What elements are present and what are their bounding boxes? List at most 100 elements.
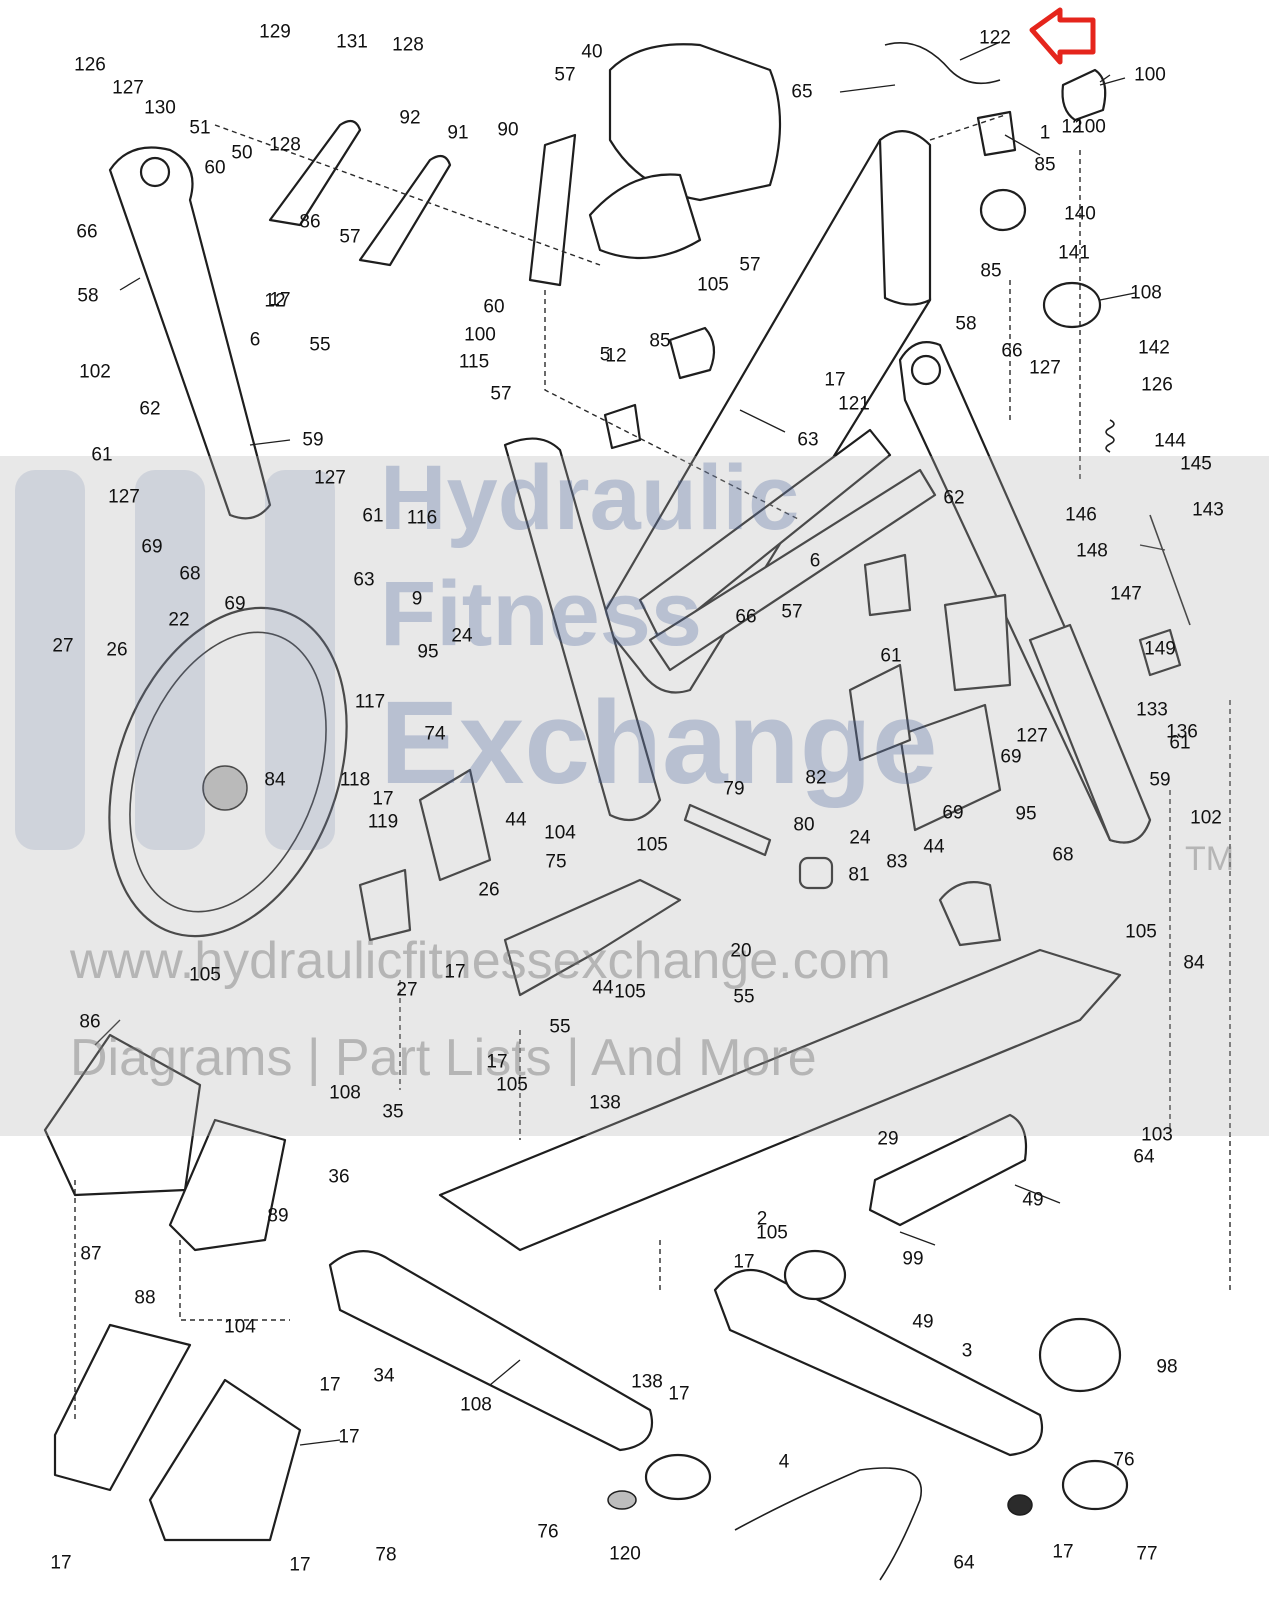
part-callout-127: 127 xyxy=(1029,357,1061,379)
leader-lines xyxy=(94,41,1166,1446)
part-callout-60: 60 xyxy=(483,296,505,318)
part-callout-40: 40 xyxy=(581,41,603,63)
part-callout-87: 87 xyxy=(80,1243,102,1265)
bracket-82 xyxy=(863,553,912,617)
part-callout-27: 27 xyxy=(396,979,418,1001)
part-callout-104: 104 xyxy=(544,822,576,844)
part-callout-95: 95 xyxy=(1015,803,1037,825)
part-callout-6: 6 xyxy=(249,329,261,351)
part-callout-59: 59 xyxy=(1149,769,1171,791)
part-callout-76: 76 xyxy=(537,1521,559,1543)
part-callout-144: 144 xyxy=(1154,430,1186,452)
part-callout-29: 29 xyxy=(877,1128,899,1150)
motor-100-top xyxy=(1061,68,1107,122)
part-callout-55: 55 xyxy=(549,1016,571,1038)
part-callout-126: 126 xyxy=(1141,374,1173,396)
part-callout-17: 17 xyxy=(824,369,846,391)
part-callout-128: 128 xyxy=(269,134,301,156)
part-callout-17: 17 xyxy=(289,1554,311,1576)
part-callout-146: 146 xyxy=(1065,504,1097,526)
part-callout-60: 60 xyxy=(204,157,226,179)
part-callout-9: 9 xyxy=(411,588,423,610)
rear-cover-29 xyxy=(868,1113,1028,1227)
foot-77 xyxy=(1007,1494,1033,1516)
part-callout-17: 17 xyxy=(668,1383,690,1405)
part-callout-58: 58 xyxy=(77,285,99,307)
part-callout-17: 17 xyxy=(269,289,291,311)
part-callout-86: 86 xyxy=(299,211,321,233)
controller-80 xyxy=(898,703,1002,832)
shield-6 xyxy=(943,593,1012,692)
part-callout-63: 63 xyxy=(353,569,375,591)
part-callout-69: 69 xyxy=(141,536,163,558)
part-callout-63: 63 xyxy=(797,429,819,451)
sleeve-75 xyxy=(358,868,412,942)
part-callout-99: 99 xyxy=(902,1248,924,1270)
part-callout-95: 95 xyxy=(417,641,439,663)
left-handlebar-arm xyxy=(108,146,272,520)
part-callout-100: 100 xyxy=(464,324,496,346)
frame-top-cap xyxy=(878,130,932,306)
part-callout-12: 12 xyxy=(1061,116,1083,138)
rear-stabilizer xyxy=(713,1268,1044,1457)
end-cap-right xyxy=(1061,1459,1129,1511)
pulley-142 xyxy=(1042,281,1102,329)
part-callout-127: 127 xyxy=(314,467,346,489)
resistance-motor xyxy=(168,1118,287,1252)
part-callout-66: 66 xyxy=(76,221,98,243)
part-callout-127: 127 xyxy=(112,77,144,99)
part-callout-49: 49 xyxy=(912,1311,934,1333)
foot-78 xyxy=(607,1490,637,1510)
front-shroud-34 xyxy=(148,1378,302,1542)
part-callout-12: 12 xyxy=(605,345,627,367)
part-callout-81: 81 xyxy=(848,864,870,886)
flywheel-hub xyxy=(202,765,248,811)
part-callout-17: 17 xyxy=(319,1374,341,1396)
wheel-49 xyxy=(1038,1317,1122,1393)
watermark-url: www.hydraulicfitnessexchange.com xyxy=(70,932,891,990)
part-callout-142: 142 xyxy=(1138,337,1170,359)
part-callout-3: 3 xyxy=(961,1340,973,1362)
arm-pivot-hole xyxy=(139,156,171,188)
part-callout-100: 100 xyxy=(1134,64,1166,86)
part-callout-57: 57 xyxy=(781,601,803,623)
part-callout-122: 122 xyxy=(979,27,1011,49)
part-callout-83: 83 xyxy=(886,851,908,873)
part-callout-98: 98 xyxy=(1156,1356,1178,1378)
part-callout-68: 68 xyxy=(179,563,201,585)
part-callout-91: 91 xyxy=(447,122,469,144)
part-callout-89: 89 xyxy=(267,1205,289,1227)
part-callout-145: 145 xyxy=(1180,453,1212,475)
part-callout-62: 62 xyxy=(139,398,161,420)
part-callout-105: 105 xyxy=(614,981,646,1003)
axle-20 xyxy=(683,803,772,857)
part-callout-69: 69 xyxy=(1000,746,1022,768)
watermark-trademark: TM xyxy=(1185,840,1235,878)
part-callout-44: 44 xyxy=(923,836,945,858)
part-callout-138: 138 xyxy=(589,1092,621,1114)
front-stabilizer xyxy=(328,1250,654,1452)
part-callout-49: 49 xyxy=(1022,1189,1044,1211)
part-callout-55: 55 xyxy=(309,334,331,356)
part-callout-129: 129 xyxy=(259,21,291,43)
part-callout-85: 85 xyxy=(980,260,1002,282)
part-callout-17: 17 xyxy=(338,1426,360,1448)
part-callout-51: 51 xyxy=(189,117,211,139)
wire-harness-122 xyxy=(884,41,1001,85)
part-callout-66: 66 xyxy=(1001,340,1023,362)
part-callout-68: 68 xyxy=(1052,844,1074,866)
part-callout-50: 50 xyxy=(231,142,253,164)
part-callout-102: 102 xyxy=(79,361,111,383)
part-callout-117: 117 xyxy=(354,691,386,713)
part-callout-57: 57 xyxy=(339,226,361,248)
part-callout-24: 24 xyxy=(451,625,473,647)
part-callout-108: 108 xyxy=(329,1082,361,1104)
part-callout-103: 103 xyxy=(1141,1124,1173,1146)
part-callout-6: 6 xyxy=(809,550,821,572)
part-callout-57: 57 xyxy=(739,254,761,276)
left-pulse-grip xyxy=(268,119,362,227)
part-callout-61: 61 xyxy=(362,505,384,527)
part-callout-61: 61 xyxy=(880,645,902,667)
bracket-85-top xyxy=(976,110,1017,157)
part-callout-108: 108 xyxy=(1130,282,1162,304)
